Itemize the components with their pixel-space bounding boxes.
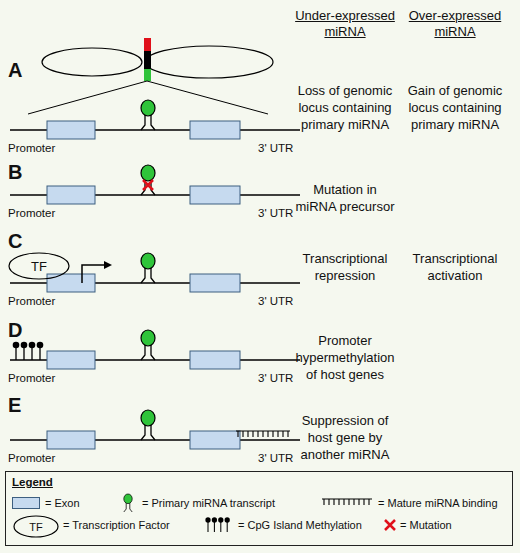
column-header: Under-expressed miRNA: [290, 8, 400, 40]
promoter-label: Promoter: [8, 294, 78, 308]
arrow-head: [104, 261, 112, 269]
host-gene: [10, 330, 300, 369]
chromosome-band: [144, 69, 151, 81]
legend-text: = Primary miRNA transcript: [142, 496, 275, 510]
utr-label: 3' UTR: [258, 294, 308, 308]
mechanism-text: Transcriptional repression: [295, 250, 395, 284]
legend-text: = Mutation: [400, 518, 452, 532]
mechanism-text: Promoter hypermethylation of host genes: [289, 332, 401, 383]
utr-label: 3' UTR: [258, 451, 308, 465]
promoter-label: Promoter: [8, 141, 78, 155]
mechanism-text: Suppression of host gene by another miRN…: [289, 412, 401, 463]
primary-mirna-hairpin: [124, 494, 132, 512]
utr-label: 3' UTR: [258, 141, 308, 155]
panel-letter: C: [8, 230, 32, 252]
host-gene: [10, 100, 300, 139]
promoter-label: Promoter: [8, 206, 78, 220]
transcription-start-arrow: [82, 265, 104, 283]
panel-letter: B: [8, 161, 32, 183]
transcription-factor: TF: [13, 515, 59, 538]
mutation-mark: [385, 520, 395, 530]
ellipse-outline: [14, 516, 58, 537]
host-gene: [10, 165, 300, 204]
cpg-methylation: [13, 342, 44, 360]
mechanism-text: Loss of genomic locus containing primary…: [289, 82, 401, 133]
chromosome-arm: [145, 46, 273, 78]
legend-title: Legend: [12, 476, 53, 488]
chromosome-arm: [42, 48, 142, 76]
legend-text: = Exon: [45, 496, 80, 510]
chromosome-band: [144, 38, 151, 51]
mature-mirna-binding: [236, 431, 290, 437]
mature-mirna-binding: [322, 499, 372, 505]
legend-text: = CpG Island Methylation: [238, 518, 362, 532]
column-header: Over-expressed miRNA: [400, 8, 510, 40]
promoter-label: Promoter: [8, 371, 78, 385]
transcription-factor: TF: [8, 252, 70, 280]
mechanism-text: Gain of genomic locus containing primary…: [399, 82, 511, 133]
promoter-label: Promoter: [8, 451, 78, 465]
chromosome-band: [144, 51, 151, 69]
panel-letter: A: [8, 59, 32, 81]
node-label: TF: [8, 252, 70, 280]
host-gene: [10, 410, 300, 449]
mechanism-text: Mutation in miRNA precursor: [294, 181, 396, 215]
host-gene: [10, 253, 300, 292]
legend-swatch: [12, 497, 40, 509]
legend-text: = Mature miRNA binding: [378, 496, 498, 510]
cpg-methylation: [205, 517, 229, 532]
utr-label: 3' UTR: [258, 371, 308, 385]
legend-text: = Transcription Factor: [63, 518, 170, 532]
node-label: TF: [13, 515, 59, 538]
panel-letter: E: [8, 394, 32, 416]
mechanism-text: Transcriptional activation: [405, 250, 505, 284]
mutation-mark: [143, 180, 153, 190]
panel-letter: D: [8, 319, 32, 341]
ellipse-outline: [9, 253, 69, 279]
